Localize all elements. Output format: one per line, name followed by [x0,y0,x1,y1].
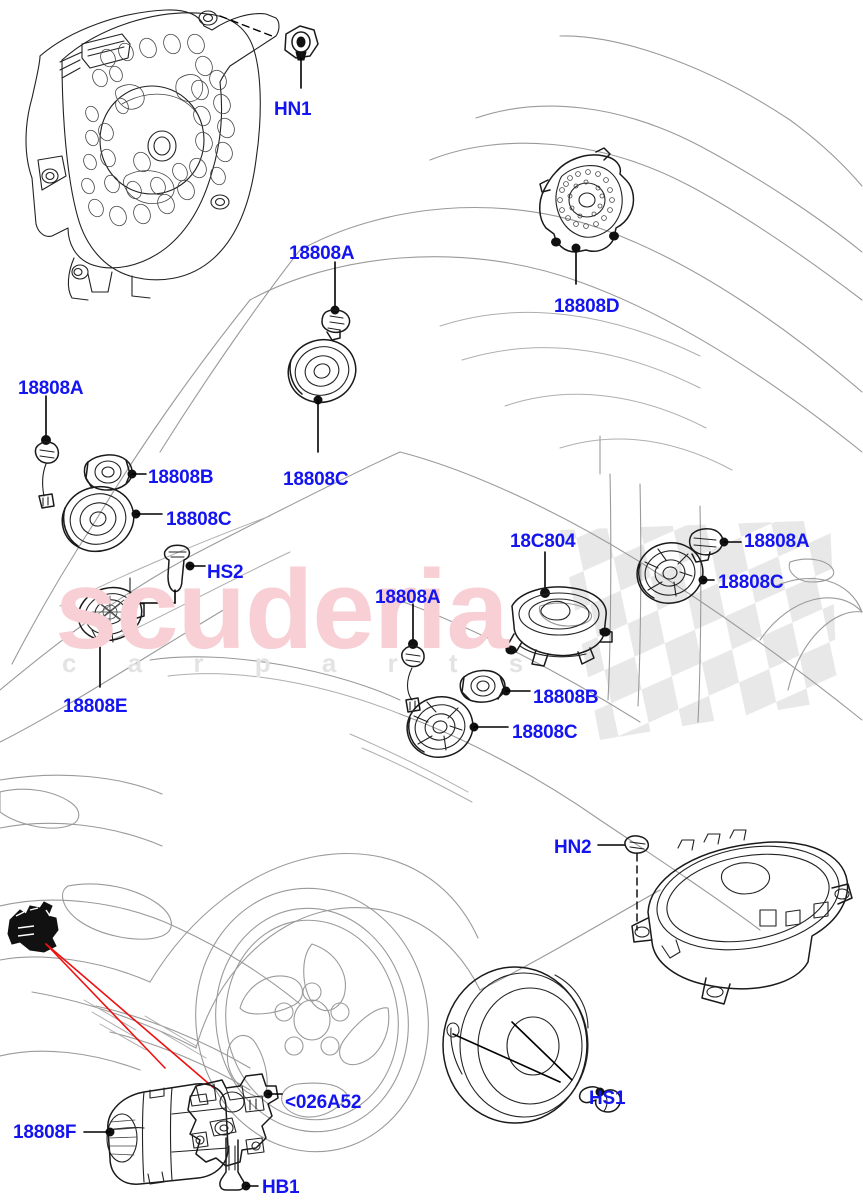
part-label-hs2[interactable]: HS2 [207,562,244,583]
part-label-hs1[interactable]: HS1 [589,1088,626,1109]
mounting-bracket-026A52 [187,1073,283,1191]
rear-speaker-module [597,829,853,1005]
speaker-wiring-clip-center [401,603,425,713]
part-label-hb1[interactable]: HB1 [262,1177,300,1198]
part-label-18808a1[interactable]: 18808A [289,243,355,264]
part-label-18808a2[interactable]: 18808A [18,378,84,399]
front-door-speaker-assembly [34,395,163,553]
subwoofer-18C804 [505,551,613,667]
hex-nut-hn1 [219,15,319,89]
roof-speaker-module [539,147,635,285]
part-label-18c804[interactable]: 18C804 [510,531,576,552]
rear-door-speaker-assembly-center [406,669,531,758]
part-label-18808d[interactable]: 18808D [554,296,620,317]
dash-speaker-assembly [287,261,357,453]
part-label-hn1[interactable]: HN1 [274,99,312,120]
part-label-18808c3[interactable]: 18808C [718,572,784,593]
part-label-18808c4[interactable]: 18808C [512,722,578,743]
hs2-screw [137,544,206,604]
part-label-18808b2[interactable]: 18808B [533,687,599,708]
amplifier-install-marker [7,901,59,953]
rear-door-speaker-assembly-right [636,528,742,604]
vehicle-outline [0,35,863,1153]
part-label-18808b1[interactable]: 18808B [148,467,214,488]
part-label-hn2[interactable]: HN2 [554,837,592,858]
instrument-cluster-housing [25,9,280,301]
part-label-18808e[interactable]: 18808E [63,696,128,717]
part-label-18808f[interactable]: 18808F [13,1122,77,1143]
part-label-18808c2[interactable]: 18808C [166,509,232,530]
amplifier-module-18808F [7,901,229,1185]
round-speaker-bottom [442,966,622,1124]
part-label-18808a4[interactable]: 18808A [375,587,441,608]
part-label-18808c1[interactable]: 18808C [283,469,349,490]
part-label-026a52[interactable]: <026A52 [285,1092,362,1113]
part-label-18808a3[interactable]: 18808A [744,531,810,552]
horn-assembly-18808E [77,577,145,688]
